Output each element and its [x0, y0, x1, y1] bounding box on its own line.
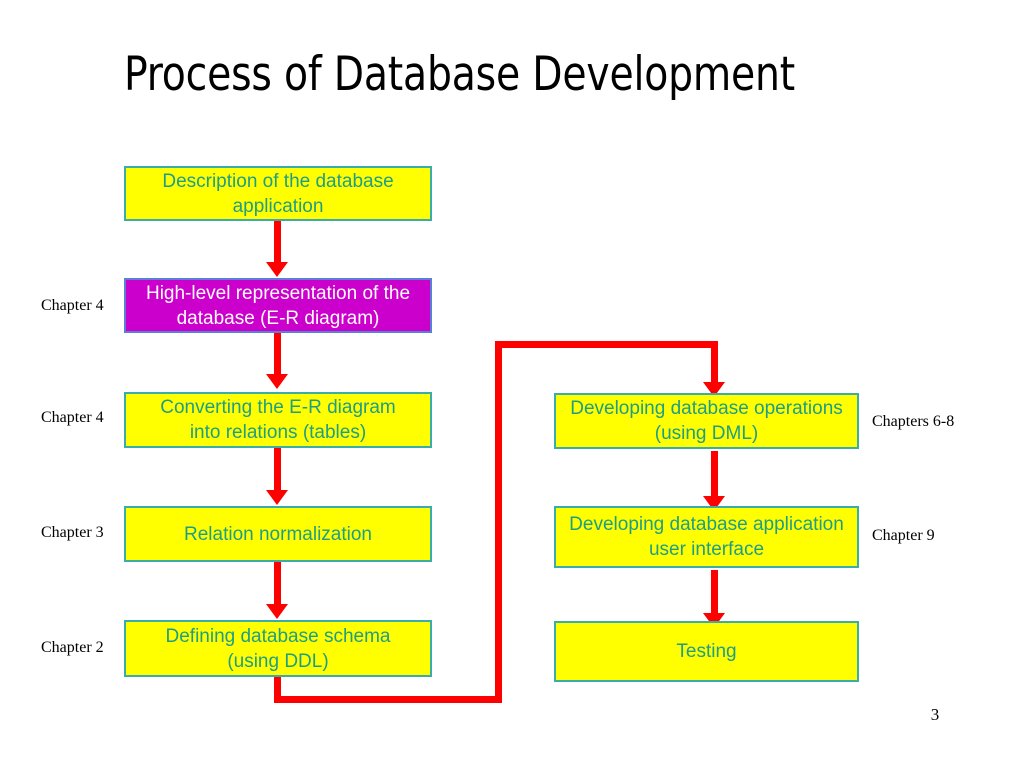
arrowhead-normalization-to-schema [266, 604, 288, 619]
node-description-of-the-database-application[interactable]: Description of the database application [124, 166, 432, 221]
node-label: Defining database schema (using DDL) [165, 625, 391, 672]
node-testing[interactable]: Testing [554, 621, 859, 682]
node-developing-user-interface[interactable]: Developing database application user int… [554, 506, 859, 568]
node-label: Developing database operations (using DM… [570, 398, 843, 444]
page-number: 3 [930, 705, 940, 724]
chapter-label-relation-normalization: Chapter 3 [41, 524, 104, 541]
chapter-label-developing-database-operations: Chapters 6-8 [872, 413, 955, 430]
bridge-segment-down-from-schema [274, 675, 281, 703]
arrowhead-er-to-converting [266, 374, 288, 389]
chapter-label-high-level-representation: Chapter 4 [41, 297, 104, 314]
node-label: Developing database application user int… [569, 514, 844, 560]
connector-dml-to-ui [711, 451, 718, 498]
connector-normalization-to-schema [274, 560, 281, 606]
node-label: Description of the database application [162, 170, 394, 217]
connector-er-to-converting [274, 331, 281, 376]
node-label: Relation normalization [184, 523, 372, 545]
node-converting-er-diagram[interactable]: Converting the E-R diagram into relation… [124, 392, 432, 448]
page-title: Process of Database Development [124, 47, 795, 102]
node-label: High-level representation of the databas… [145, 282, 411, 329]
chapter-label-converting-er-diagram: Chapter 4 [41, 409, 104, 426]
node-relation-normalization[interactable]: Relation normalization [124, 506, 432, 562]
bridge-segment-down-into-dml [711, 341, 718, 385]
bridge-segment-bottom-horizontal [274, 696, 502, 703]
node-high-level-representation[interactable]: High-level representation of the databas… [124, 278, 432, 333]
chapter-label-developing-user-interface: Chapter 9 [872, 527, 935, 544]
connector-description-to-er [274, 219, 281, 264]
node-developing-database-operations[interactable]: Developing database operations (using DM… [554, 393, 859, 449]
node-defining-database-schema[interactable]: Defining database schema (using DDL) [124, 620, 432, 677]
arrowhead-converting-to-normalization [266, 490, 288, 505]
bridge-segment-vertical-riser [495, 341, 502, 703]
node-label: Converting the E-R diagram into relation… [160, 397, 396, 443]
connector-converting-to-normalization [274, 446, 281, 492]
arrowhead-description-to-er [266, 262, 288, 277]
node-label: Testing [676, 641, 737, 662]
bridge-segment-top-horizontal [495, 341, 718, 348]
connector-ui-to-testing [711, 570, 718, 618]
chapter-label-defining-database-schema: Chapter 2 [41, 639, 104, 656]
